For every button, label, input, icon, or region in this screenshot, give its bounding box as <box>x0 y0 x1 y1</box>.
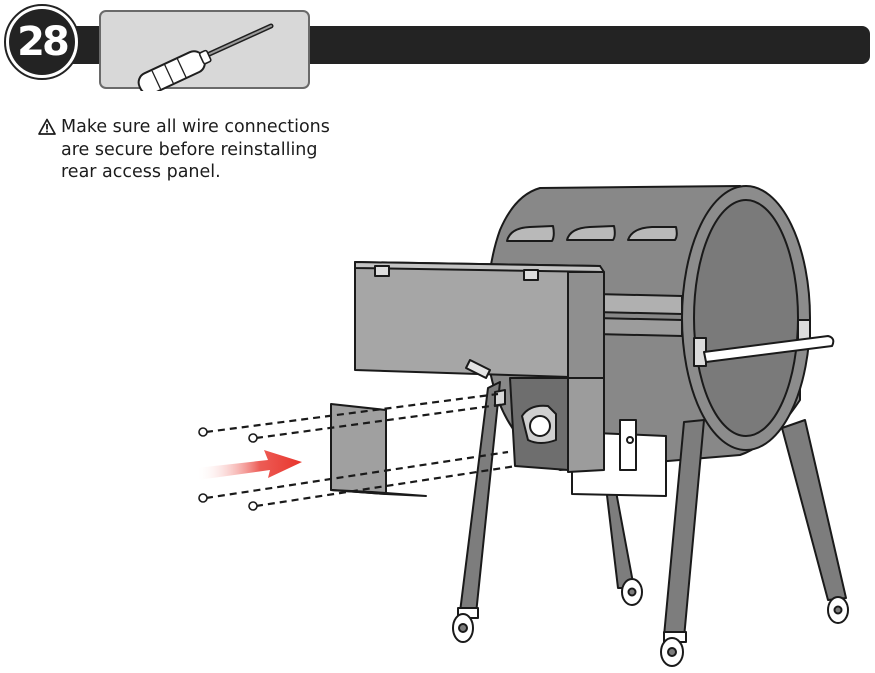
caster-front-left <box>452 607 479 643</box>
step-badge <box>4 4 80 80</box>
direction-arrow <box>196 450 302 480</box>
lid-handle <box>693 319 835 367</box>
auger-motor <box>494 389 557 444</box>
warning-text: Make sure all wire connections are secur… <box>61 117 330 182</box>
warning-triangle-icon <box>38 118 56 135</box>
grill-barrel <box>485 185 811 471</box>
tool-panel <box>99 10 310 91</box>
screwdriver-icon <box>137 23 274 91</box>
caster-rear-right <box>827 596 849 624</box>
caster-front-right <box>660 631 687 667</box>
alignment-lines <box>205 392 517 508</box>
rear-leg-right <box>781 419 847 601</box>
caster-rear-left <box>621 578 643 606</box>
front-leg-left <box>459 381 501 615</box>
pellet-hopper <box>354 261 605 473</box>
warning-note: Make sure all wire connections are secur… <box>38 116 338 184</box>
screws <box>198 427 258 511</box>
step-number: 28 <box>17 19 70 65</box>
